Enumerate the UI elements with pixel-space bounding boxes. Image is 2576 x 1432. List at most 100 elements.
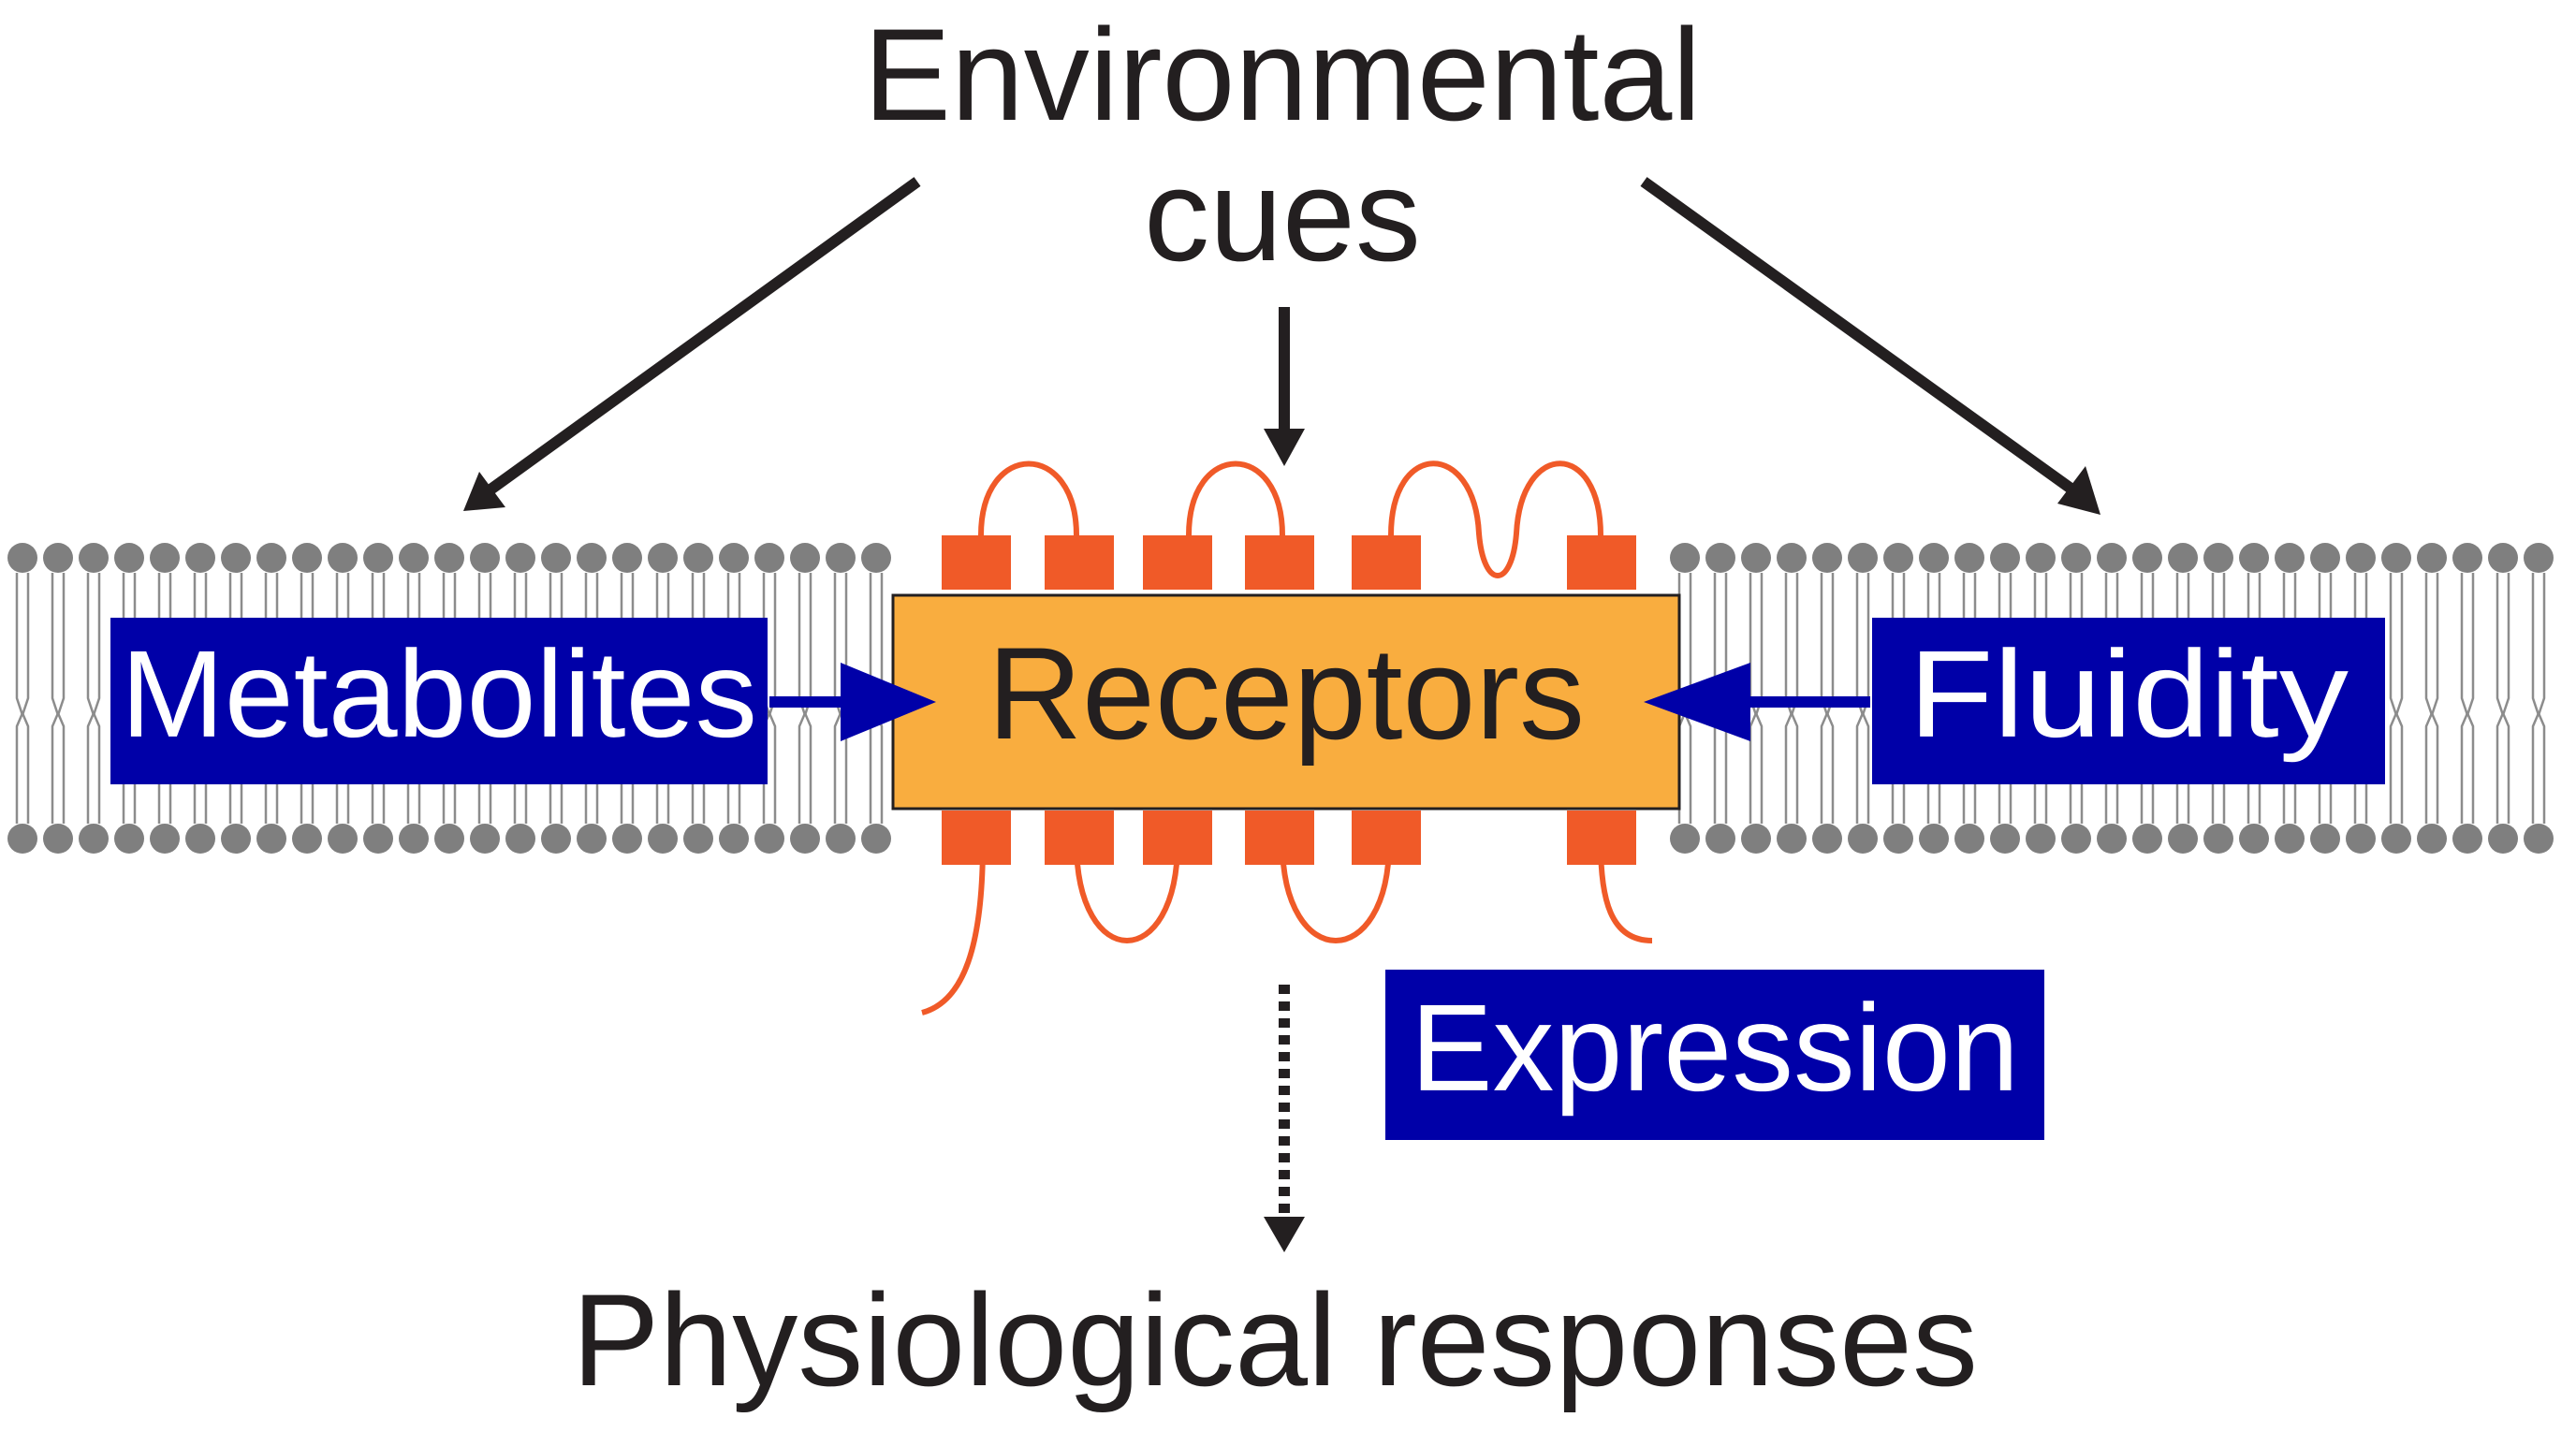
lipid-tail [798, 573, 812, 716]
lipid-head [221, 824, 251, 854]
lipid-head [2275, 543, 2305, 573]
helix-2-top [1045, 535, 1114, 590]
lipid-tail [1820, 712, 1835, 824]
lipid-head [470, 543, 500, 573]
intracellular-loop-2 [1280, 841, 1392, 943]
lipid-head [2275, 824, 2305, 854]
helix-6-top [1567, 535, 1636, 590]
lipid-head [861, 824, 891, 854]
lipid-head [754, 543, 784, 573]
lipid-head [363, 543, 393, 573]
lipid-tail [2389, 712, 2404, 824]
lipid-head [434, 824, 464, 854]
environmental-cues-title-line-1: Environmental [864, 1, 1702, 148]
lipid-head [648, 543, 678, 573]
lipid-tail [2496, 712, 2510, 824]
lipid-head [292, 543, 322, 573]
lipid-tail [798, 712, 812, 824]
lipid-head [790, 824, 820, 854]
lipid-tail [2496, 573, 2510, 716]
expression-label: Expression [1411, 979, 2019, 1117]
lipid-head [328, 543, 358, 573]
lipid-tail [51, 573, 66, 716]
lipid-head [292, 824, 322, 854]
lipid-head [1954, 824, 1984, 854]
lipid-head [1670, 824, 1700, 854]
lipid-head [1670, 543, 1700, 573]
lipid-tail [1749, 712, 1764, 824]
lipid-tail [1677, 712, 1692, 824]
lipid-head [43, 543, 73, 573]
lipid-head [2203, 824, 2233, 854]
fluidity-label: Fluidity [1909, 625, 2349, 763]
lipid-tail [2460, 712, 2475, 824]
lipid-head [1883, 543, 1913, 573]
lipid-head [1990, 543, 2020, 573]
lipid-head [612, 824, 642, 854]
lipid-tail [15, 712, 30, 824]
lipid-head [826, 543, 856, 573]
lipid-tail [1749, 573, 1764, 716]
lipid-head [754, 824, 784, 854]
lipid-head [2239, 824, 2269, 854]
lipid-head [114, 543, 144, 573]
fluidity-to-receptors-arrow [1644, 663, 1870, 741]
lipid-tail [1855, 573, 1870, 716]
lipid-head [221, 543, 251, 573]
lipid-head [2061, 543, 2091, 573]
lipid-tail [1784, 573, 1799, 716]
lipid-head [2381, 824, 2411, 854]
lipid-head [114, 824, 144, 854]
fluidity-box [1872, 618, 2385, 784]
lipid-tail [2531, 573, 2546, 716]
receptors-label: Receptors [988, 620, 1585, 767]
transmembrane-receptor-protein [921, 460, 1653, 1016]
expression-box [1385, 970, 2044, 1140]
lipid-tail [2424, 573, 2439, 716]
helix-5-bottom [1352, 811, 1421, 865]
lipid-head [719, 543, 749, 573]
intracellular-loop-1 [1074, 841, 1180, 943]
lipid-head [2239, 543, 2269, 573]
lipid-head [2310, 543, 2340, 573]
lipid-head [256, 543, 286, 573]
lipid-head [2026, 824, 2056, 854]
helix-5-top [1352, 535, 1421, 590]
helix-1-bottom [942, 811, 1011, 865]
lipid-head [256, 824, 286, 854]
lipid-head [2488, 543, 2518, 573]
lipid-head [1741, 824, 1771, 854]
lipid-head [648, 824, 678, 854]
lipid-head [2346, 824, 2376, 854]
lipid-tail [86, 712, 101, 824]
helix-1-top [942, 535, 1011, 590]
helix-6-bottom [1567, 811, 1636, 865]
lipid-tail [86, 573, 101, 716]
metabolites-label: Metabolites [121, 625, 757, 763]
lipid-head [1812, 824, 1842, 854]
extracellular-loop-3 [1388, 460, 1603, 578]
lipid-head [399, 824, 429, 854]
lipid-head [1919, 543, 1949, 573]
physiological-responses-label: Physiological responses [572, 1266, 1978, 1413]
receptors-to-responses-dotted-arrow [1264, 985, 1305, 1252]
lipid-head [541, 543, 571, 573]
lipid-head [2417, 824, 2447, 854]
extracellular-loop-1 [978, 460, 1079, 536]
lipid-head [470, 824, 500, 854]
lipid-head [577, 824, 607, 854]
lipid-head [826, 824, 856, 854]
lipid-head [2452, 543, 2482, 573]
lipid-head [150, 543, 180, 573]
environmental-cues-title-line-2: cues [1144, 141, 1421, 288]
lipid-head [7, 543, 37, 573]
lipid-head [328, 824, 358, 854]
lipid-head [2524, 543, 2554, 573]
lipid-head [2132, 543, 2162, 573]
lipid-head [1812, 543, 1842, 573]
metabolites-box [110, 618, 768, 784]
helix-4-bottom [1245, 811, 1314, 865]
lipid-tail [1820, 573, 1835, 716]
cue-to-metabolites-arrow [463, 177, 921, 511]
lipid-tail [1855, 712, 1870, 824]
